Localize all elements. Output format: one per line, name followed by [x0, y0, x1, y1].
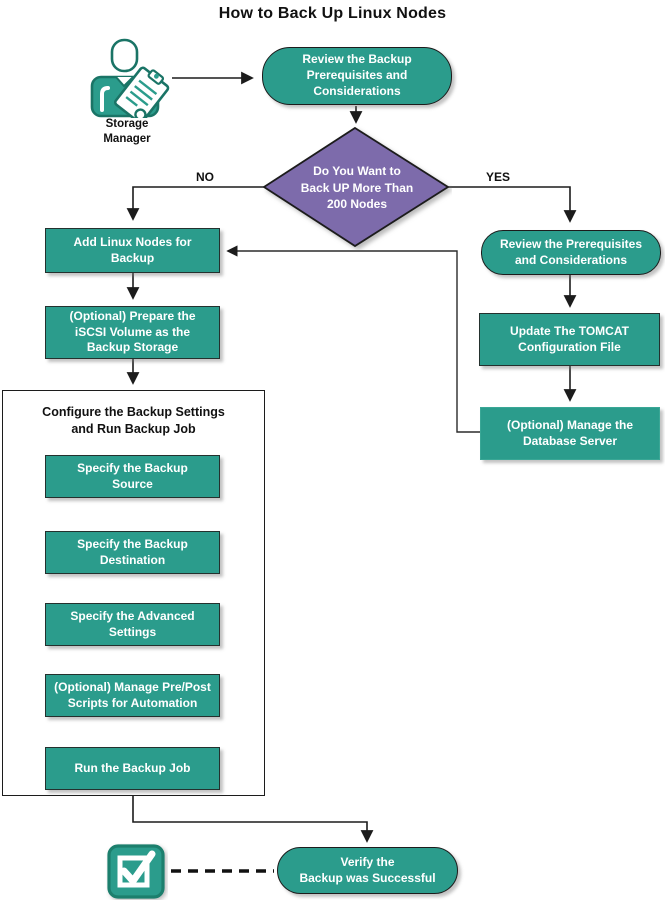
- node-run-backup-job[interactable]: Run the Backup Job: [45, 747, 220, 790]
- node-specify-backup-destination[interactable]: Specify the Backup Destination: [45, 531, 220, 574]
- node-specify-advanced-settings[interactable]: Specify the Advanced Settings: [45, 603, 220, 646]
- node-update-tomcat[interactable]: Update The TOMCAT Configuration File: [479, 313, 660, 366]
- decision-label: Do You Want to Back UP More Than 200 Nod…: [300, 164, 414, 212]
- node-verify-backup[interactable]: Verify the Backup was Successful: [277, 847, 458, 894]
- page-title: How to Back Up Linux Nodes: [218, 5, 447, 22]
- node-manage-prepost-scripts[interactable]: (Optional) Manage Pre/Post Scripts for A…: [45, 674, 220, 717]
- branch-label-yes: YES: [486, 170, 511, 184]
- decision-diamond[interactable]: [262, 126, 452, 250]
- connector-run-to-verify: [132, 790, 374, 843]
- node-manage-database-server[interactable]: (Optional) Manage the Database Server: [480, 407, 660, 460]
- group-configure-backup: [2, 390, 265, 796]
- branch-label-no: NO: [196, 170, 214, 184]
- storage-manager-icon: [90, 38, 170, 118]
- node-review-prerequisites[interactable]: Review the Prerequisites and Considerati…: [481, 230, 661, 275]
- group-title: Configure the Backup Settings and Run Ba…: [42, 405, 225, 436]
- checkbox-icon: [107, 844, 165, 899]
- actor-label: Storage Manager: [103, 118, 151, 145]
- connector-yes-branch: [443, 186, 577, 223]
- connector-db-to-addlinux: [226, 245, 480, 433]
- node-add-linux-nodes[interactable]: Add Linux Nodes for Backup: [45, 228, 220, 273]
- node-review-backup-prerequisites[interactable]: Review the Backup Prerequisites and Cons…: [262, 47, 452, 105]
- connector-no-branch: [126, 186, 267, 221]
- node-prepare-iscsi[interactable]: (Optional) Prepare the iSCSI Volume as t…: [45, 306, 220, 359]
- node-specify-backup-source[interactable]: Specify the Backup Source: [45, 455, 220, 498]
